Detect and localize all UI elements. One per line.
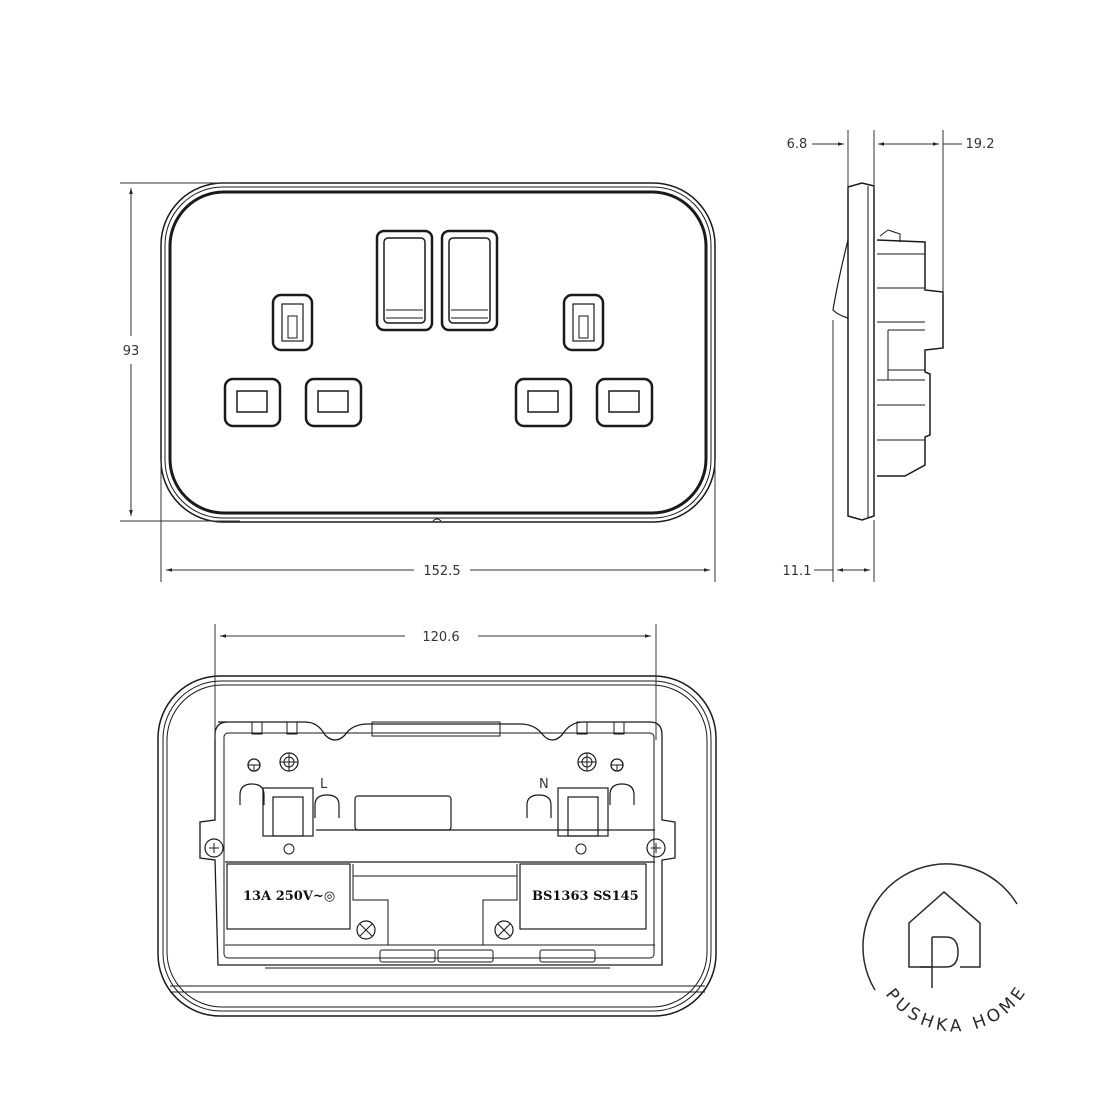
earth-pin-slot-right <box>562 293 605 352</box>
earth-pin-slot-left <box>271 293 314 352</box>
rear-width-label: 120.6 <box>422 630 459 645</box>
rear-plate-outer <box>157 675 717 1017</box>
side-plate <box>847 182 875 521</box>
neutral-pin-slot-left <box>304 377 363 428</box>
front-plate-outer <box>160 182 716 523</box>
width-dimension-label: 152.5 <box>423 564 460 579</box>
standard-label: BS1363 SS145 <box>532 889 639 904</box>
live-pin-slot-right <box>514 377 573 428</box>
neutral-pin-slot-right <box>595 377 654 428</box>
house-p-icon <box>908 891 981 988</box>
bottom-depth-label: 11.1 <box>783 564 812 579</box>
switch-left <box>375 229 434 332</box>
screw-top-right <box>577 752 597 772</box>
side-view <box>832 182 944 521</box>
rear-dimensions <box>214 624 657 740</box>
terminal-neutral-label: N <box>539 777 549 792</box>
terminal-live-label: L <box>320 777 328 792</box>
rating-label: 13A 250V~◎ <box>243 889 335 904</box>
terminal-clamp-left <box>239 783 655 837</box>
plate-depth-label: 6.8 <box>787 137 808 152</box>
terminal-clamp-right <box>526 783 635 837</box>
screw-bottom-right <box>494 920 514 940</box>
front-plate-face <box>168 190 708 515</box>
rear-view <box>157 675 717 1017</box>
brand-text: PUSHKA HOME <box>881 981 1032 1037</box>
back-depth-label: 19.2 <box>966 137 995 152</box>
front-dimensions <box>120 182 716 582</box>
front-view <box>160 182 716 523</box>
rear-module-frame <box>199 721 676 966</box>
screw-bottom-left <box>356 920 376 940</box>
earth-terminal-right <box>610 758 624 772</box>
side-dimensions <box>812 130 962 582</box>
height-dimension-label: 93 <box>123 344 140 359</box>
standard-panel <box>519 863 647 930</box>
socket-right <box>514 293 654 428</box>
switch-right <box>440 229 499 332</box>
side-back-body <box>876 239 944 477</box>
side-screw-left <box>204 838 224 858</box>
brand-logo: PUSHKA HOME <box>862 863 1032 1037</box>
side-screw-right <box>646 838 666 858</box>
screw-top-left <box>279 752 299 772</box>
rating-panel <box>226 863 351 930</box>
socket-left <box>223 293 363 428</box>
earth-terminal-left <box>247 758 261 772</box>
live-pin-slot-left <box>223 377 282 428</box>
